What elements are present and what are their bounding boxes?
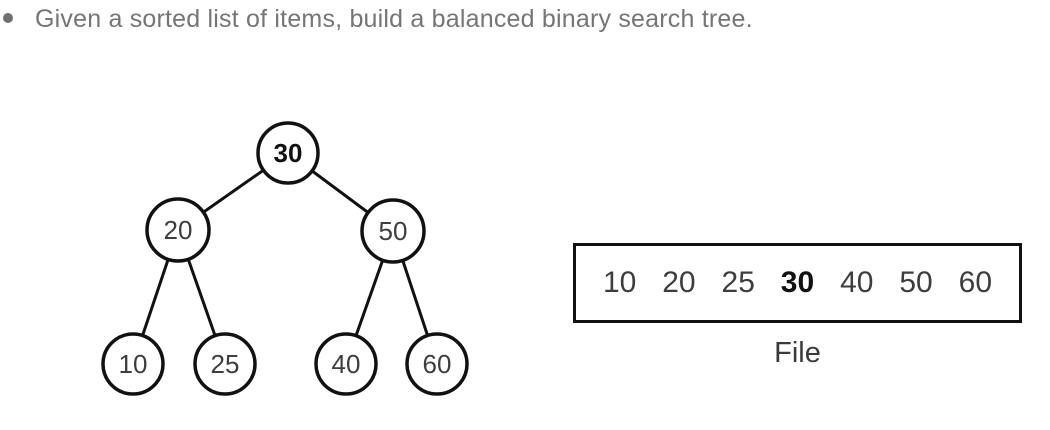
tree-node-leaf-25-label: 25 [211, 349, 240, 379]
tree-nodes: 30 20 50 10 25 40 60 [101, 121, 469, 396]
tree-node-left [145, 197, 211, 263]
bullet-icon [3, 13, 13, 23]
tree-node-leaf-10-label: 10 [119, 349, 148, 379]
sorted-list-box: 10 20 25 30 40 50 60 [573, 243, 1022, 323]
file-value: 10 [602, 266, 637, 299]
binary-search-tree-diagram: 30 20 50 10 25 40 60 [101, 121, 469, 396]
tree-node-left-label: 20 [164, 215, 193, 245]
file-value: 60 [958, 266, 993, 299]
tree-node-leaf-60-label: 60 [423, 349, 452, 379]
bullet-sentence: Given a sorted list of items, build a ba… [35, 5, 753, 33]
tree-node-leaf-25 [193, 332, 257, 396]
tree-node-root [256, 121, 320, 185]
tree-node-leaf-60 [405, 332, 469, 396]
file-box-caption: File [774, 337, 821, 369]
file-value-bold: 30 [780, 266, 815, 299]
tree-node-leaf-40-label: 40 [332, 349, 361, 379]
file-value: 50 [899, 266, 933, 299]
tree-node-leaf-10 [101, 332, 165, 396]
tree-node-root-label: 30 [274, 138, 303, 168]
file-value: 20 [662, 266, 696, 299]
tree-node-leaf-40 [314, 332, 378, 396]
tree-node-right-label: 50 [379, 216, 408, 246]
file-value: 40 [840, 266, 874, 299]
tree-node-right [360, 198, 426, 264]
file-value: 25 [721, 266, 755, 299]
